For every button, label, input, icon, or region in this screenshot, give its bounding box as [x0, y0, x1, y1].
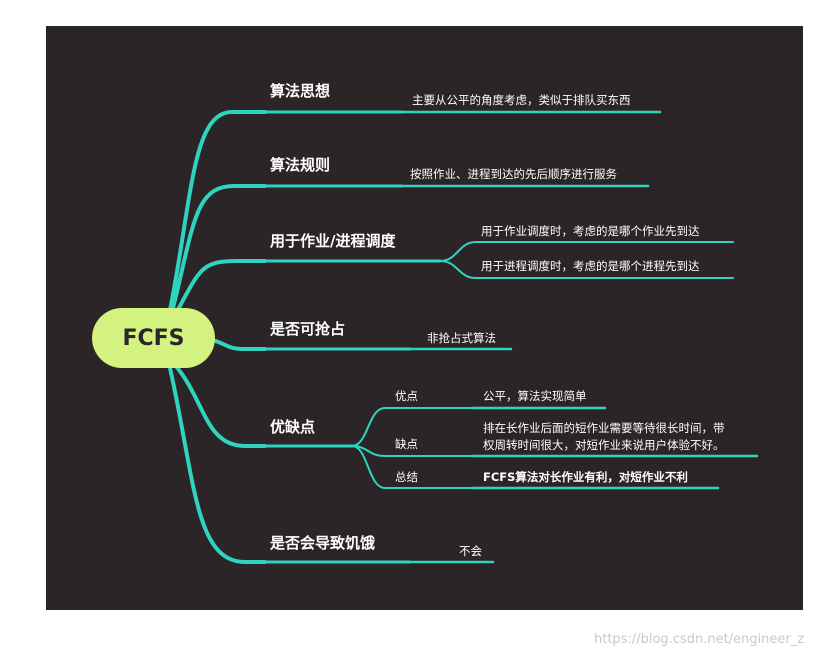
link-branch-5: [173, 363, 267, 448]
branch-title-pros-cons[interactable]: 优缺点: [270, 418, 316, 436]
root-node[interactable]: FCFS: [92, 308, 215, 368]
branch-note-idea: 主要从公平的角度考虑，类似于排队买东西: [412, 93, 631, 107]
sub-label-summary[interactable]: 总结: [395, 470, 418, 484]
note-line-3b: [439, 260, 734, 279]
link-branch-6: [168, 366, 267, 564]
branch-title-usage[interactable]: 用于作业/进程调度: [270, 232, 396, 250]
branch-note-preempt: 非抢占式算法: [427, 331, 496, 345]
sub-text-pros: 公平，算法实现简单: [483, 389, 587, 403]
link-branch-4: [211, 338, 267, 351]
root-label: FCFS: [122, 325, 185, 351]
branch-note-usage-job: 用于作业调度时，考虑的是哪个作业先到达: [481, 224, 700, 238]
branch-title-idea[interactable]: 算法思想: [270, 82, 331, 100]
sub-text-cons-line-2: 权周转时间很大，对短作业来说用户体验不好。: [483, 438, 725, 452]
branch-title-starvation[interactable]: 是否会导致饥饿: [270, 534, 376, 552]
link-branch-1: [168, 110, 267, 312]
branch-note-usage-process: 用于进程调度时，考虑的是哪个进程先到达: [481, 259, 700, 273]
watermark: https://blog.csdn.net/engineer_z: [594, 632, 805, 647]
sub-link-summary: [351, 445, 473, 489]
sub-link-pros: [351, 407, 473, 447]
sub-label-pros[interactable]: 优点: [395, 389, 418, 403]
sub-label-cons[interactable]: 缺点: [395, 437, 418, 451]
branch-title-preempt[interactable]: 是否可抢占: [270, 320, 346, 338]
sub-text-cons-line-1: 排在长作业后面的短作业需要等待很长时间，带: [483, 421, 725, 435]
note-line-3a: [439, 241, 734, 262]
sub-text-summary: FCFS算法对长作业有利，对短作业不利: [483, 470, 688, 484]
link-branch-3: [173, 259, 267, 317]
branch-note-starvation: 不会: [459, 544, 482, 558]
branch-note-rule: 按照作业、进程到达的先后顺序进行服务: [410, 167, 617, 181]
branch-title-rule[interactable]: 算法规则: [270, 156, 331, 174]
link-branch-2: [170, 184, 267, 314]
